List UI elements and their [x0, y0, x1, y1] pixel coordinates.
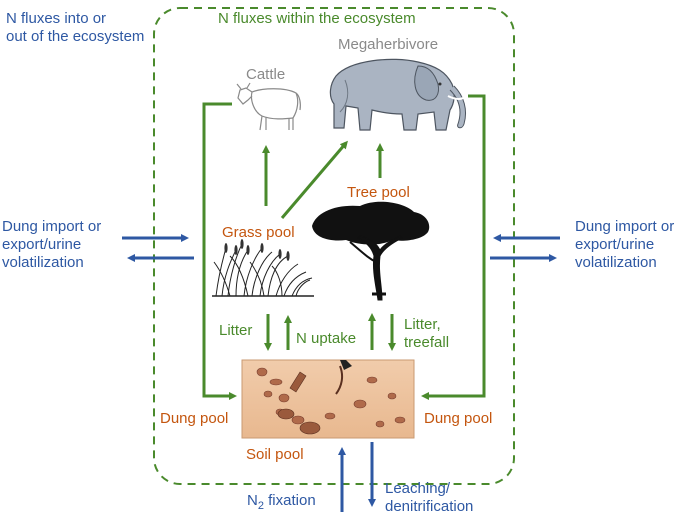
litter-treefall-line1: Litter,	[404, 316, 441, 333]
dung-pool-left-label: Dung pool	[160, 410, 229, 427]
outer-label: N fluxes into or out of the ecosystem	[6, 10, 144, 46]
external-flux-arrows	[122, 234, 560, 512]
grass-seedheads	[224, 239, 290, 261]
outer-label-line2: out of the ecosystem	[6, 28, 145, 45]
dung-flux-right-line1: Dung import or	[575, 218, 675, 235]
dung-pool-right-label: Dung pool	[424, 410, 493, 427]
grass-pool-label: Grass pool	[222, 224, 295, 241]
tree-pool-label: Tree pool	[347, 184, 410, 201]
leaching-line1: Leaching/	[385, 480, 451, 497]
outer-label-line1: N fluxes into or	[6, 10, 107, 27]
soil-pool-label: Soil pool	[246, 446, 304, 463]
arrow-cattle-dung	[202, 102, 237, 400]
dung-flux-right-line2: export/urine	[575, 236, 655, 253]
arrow-megaherbivore-dung	[421, 94, 486, 400]
dung-flux-left-line1: Dung import or	[2, 218, 102, 235]
n2-fixation-subscript: 2	[257, 500, 264, 512]
cattle-label: Cattle	[246, 66, 286, 83]
leaching-label: Leaching/ denitrification	[385, 480, 473, 516]
n2-fixation-prefix: N	[247, 492, 258, 509]
n2-fixation-label: N2 fixation	[247, 492, 316, 515]
internal-flux-arrows	[202, 94, 486, 400]
elephant-icon	[329, 58, 467, 131]
grass-icon	[212, 243, 314, 297]
dung-flux-right-label: Dung import or export/urine volatilizati…	[575, 218, 674, 272]
soil-icon	[241, 359, 415, 439]
arrow-grass-to-megaherbivore	[280, 140, 348, 219]
n2-fixation-suffix: fixation	[263, 492, 316, 509]
inner-title: N fluxes within the ecosystem	[218, 10, 416, 27]
n-uptake-label: N uptake	[296, 330, 357, 347]
litter-treefall-label: Litter, treefall	[404, 316, 449, 352]
cattle-icon	[236, 82, 301, 131]
dung-flux-left-line3: volatilization	[2, 254, 84, 271]
megaherbivore-label: Megaherbivore	[338, 36, 439, 53]
litter-label: Litter	[219, 322, 253, 339]
litter-treefall-line2: treefall	[404, 334, 450, 351]
leaching-line2: denitrification	[385, 498, 474, 515]
ecosystem-boundary	[153, 7, 515, 485]
acacia-tree-icon	[312, 201, 430, 301]
dung-flux-left-label: Dung import or export/urine volatilizati…	[2, 218, 101, 272]
dung-flux-left-line2: export/urine	[2, 236, 82, 253]
dung-flux-right-line3: volatilization	[575, 254, 657, 271]
